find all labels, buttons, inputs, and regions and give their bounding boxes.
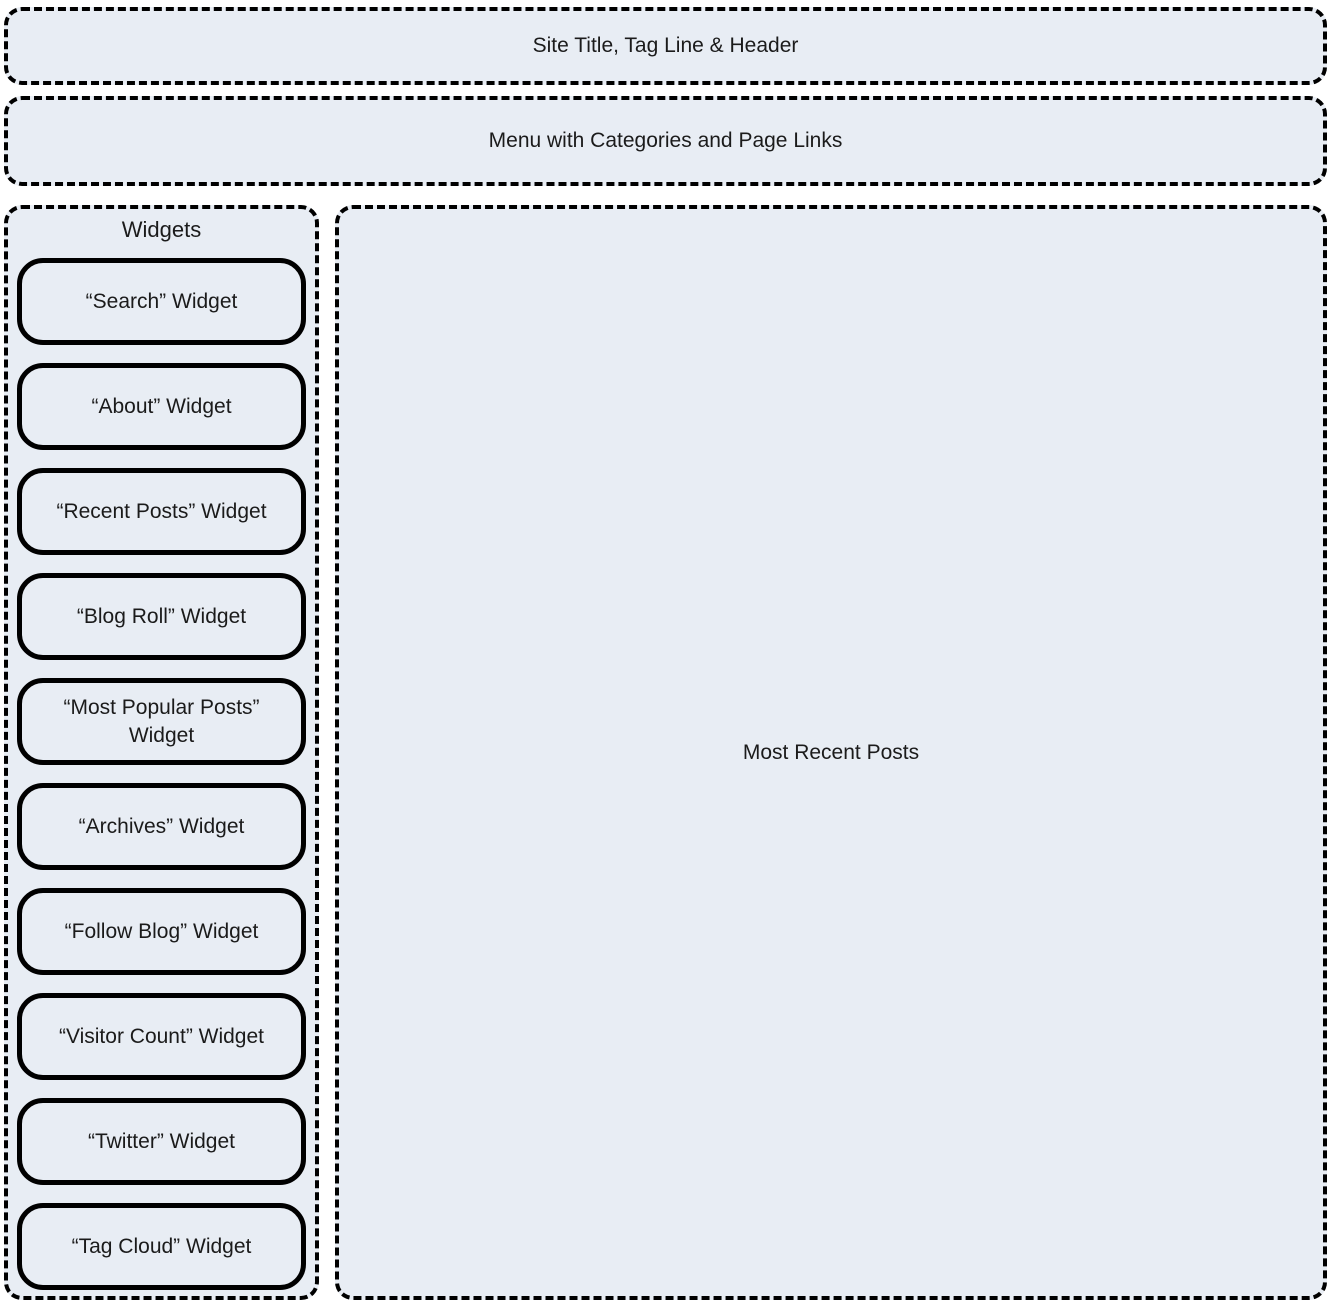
menu-region: Menu with Categories and Page Links xyxy=(4,96,1327,186)
widgets-sidebar-title: Widgets xyxy=(121,217,202,242)
widget-label: “Search” Widget xyxy=(85,289,238,313)
site-header-region: Site Title, Tag Line & Header xyxy=(4,7,1327,85)
widget-label: “Follow Blog” Widget xyxy=(64,919,259,943)
widget-box-archives: “Archives” Widget xyxy=(17,783,306,870)
widget-box-tag-cloud: “Tag Cloud” Widget xyxy=(17,1203,306,1290)
widget-label: “Blog Roll” Widget xyxy=(76,604,247,628)
most-recent-posts-label: Most Recent Posts xyxy=(742,740,920,764)
widget-label: “Visitor Count” Widget xyxy=(58,1024,265,1048)
widget-label: “Most Popular Posts” Widget xyxy=(63,695,260,747)
widget-box-search: “Search” Widget xyxy=(17,258,306,345)
widget-box-follow-blog: “Follow Blog” Widget xyxy=(17,888,306,975)
menu-label: Menu with Categories and Page Links xyxy=(488,129,843,152)
widget-box-twitter: “Twitter” Widget xyxy=(17,1098,306,1185)
widget-label: “Tag Cloud” Widget xyxy=(71,1234,252,1258)
widget-label: “Recent Posts” Widget xyxy=(56,499,267,523)
widget-label: “Twitter” Widget xyxy=(87,1129,236,1153)
widget-box-most-popular-posts: “Most Popular Posts” Widget xyxy=(17,678,306,765)
widget-label: “About” Widget xyxy=(91,394,232,418)
site-header-label: Site Title, Tag Line & Header xyxy=(532,34,799,57)
widgets-sidebar-region: Widgets “Search” Widget “About” Widget “… xyxy=(4,205,319,1300)
most-recent-posts-region: Most Recent Posts xyxy=(335,205,1327,1300)
widget-list: “Search” Widget “About” Widget “Recent P… xyxy=(17,258,306,1290)
widget-box-about: “About” Widget xyxy=(17,363,306,450)
widget-box-visitor-count: “Visitor Count” Widget xyxy=(17,993,306,1080)
widget-label: “Archives” Widget xyxy=(78,814,245,838)
widget-box-recent-posts: “Recent Posts” Widget xyxy=(17,468,306,555)
widget-box-blog-roll: “Blog Roll” Widget xyxy=(17,573,306,660)
